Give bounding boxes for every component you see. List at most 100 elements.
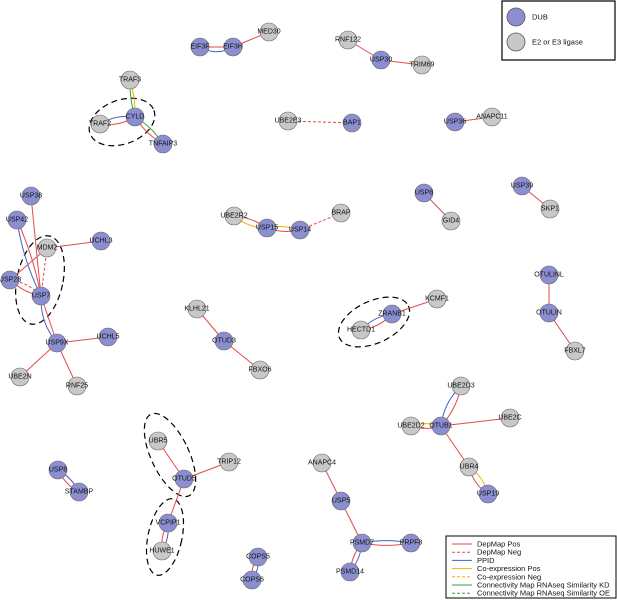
node-usp30-label: USP30 xyxy=(370,57,392,64)
node-usp7-label: USP7 xyxy=(32,293,50,300)
node-otulinl-label: OTULINL xyxy=(534,272,564,279)
node-trip12-circle xyxy=(219,452,239,472)
node-ube2n-label: UBE2N xyxy=(8,374,31,381)
node-otub1-label: OTUB1 xyxy=(429,423,452,430)
node-ube2e3: UBE2E3 xyxy=(275,111,302,131)
node-kcmf1-label: KCMF1 xyxy=(425,296,449,303)
node-skp1-label: SKP1 xyxy=(541,206,559,213)
node-otud3-label: OTUD3 xyxy=(212,338,236,345)
node-usp39-circle xyxy=(512,176,532,196)
node-hectd1-circle xyxy=(351,320,371,340)
node-prpf8-circle xyxy=(401,533,421,553)
node-usp7: USP7 xyxy=(31,286,51,306)
node-usp39: USP39 xyxy=(511,176,533,196)
node-med30: MED30 xyxy=(257,22,281,42)
node-med30-circle xyxy=(259,22,279,42)
node-fbxl7-circle xyxy=(565,341,585,361)
node-kcmf1-circle xyxy=(427,289,447,309)
node-cyld: CYLD xyxy=(126,107,145,127)
node-cyld-label: CYLD xyxy=(126,114,145,121)
node-prpf8-label: PRPF8 xyxy=(400,540,423,547)
node-hectd1-label: HECTD1 xyxy=(347,327,375,334)
node-usp28-circle xyxy=(0,270,20,290)
group-cyld-ellipse xyxy=(88,97,156,147)
node-usp8b: USP8 xyxy=(48,460,68,480)
node-ubr4-circle xyxy=(459,457,479,477)
node-usp38: USP38 xyxy=(20,186,42,206)
node-fbxl7-label: FBXL7 xyxy=(564,348,586,355)
node-trip12-label: TRIP12 xyxy=(217,459,241,466)
highlight-groups xyxy=(15,97,411,576)
legend-coexp-neg-label: Co-expression Neg xyxy=(477,572,541,581)
node-bap1-label: BAP1 xyxy=(343,120,361,127)
node-ube2e3-label: UBE2E3 xyxy=(275,118,302,125)
node-psmd7-label: PSMD7 xyxy=(350,540,374,547)
node-ube2c: UBE2C xyxy=(498,408,522,428)
node-fbxo6-circle xyxy=(250,360,270,380)
node-huwe1-label: HUWE1 xyxy=(149,548,174,555)
node-usp36-circle xyxy=(445,112,465,132)
node-usp19-circle xyxy=(478,484,498,504)
node-ube2n: UBE2N xyxy=(8,367,32,387)
node-otub1-circle xyxy=(431,416,451,436)
node-otud5-label: OTUD5 xyxy=(172,476,196,483)
node-ube2d3-label: UBE2D3 xyxy=(447,383,474,390)
node-usp28: USP28 xyxy=(0,270,21,290)
node-traf2-circle xyxy=(90,114,110,134)
node-trim69: TRIM69 xyxy=(410,55,435,75)
group-usp7-ellipse xyxy=(15,235,65,325)
node-usp30: USP30 xyxy=(370,50,392,70)
node-cops5-circle xyxy=(248,547,268,567)
node-usp8-label: USP8 xyxy=(415,190,433,197)
node-mdm2: MDM2 xyxy=(37,238,58,258)
node-usp5: USP5 xyxy=(331,491,351,511)
node-mdm2-label: MDM2 xyxy=(37,245,58,252)
node-skp1-circle xyxy=(540,199,560,219)
node-stambp: STAMBP xyxy=(65,482,93,502)
node-usp38-circle xyxy=(21,186,41,206)
node-traf3-label: TRAF3 xyxy=(119,77,141,84)
node-usp36-label: USP36 xyxy=(444,119,466,126)
node-zranb1-circle xyxy=(382,304,402,324)
node-ube2d3-circle xyxy=(451,376,471,396)
node-rnf122-label: RNF122 xyxy=(335,37,361,44)
node-usp9x-label: USP9X xyxy=(46,340,69,347)
node-cops6-label: COPS6 xyxy=(240,577,264,584)
node-usp14-label: USP14 xyxy=(289,227,311,234)
node-uchl3: UCHL3 xyxy=(90,231,113,251)
node-ube2r2: UBE2R2 xyxy=(220,206,248,226)
node-klhl21-circle xyxy=(187,299,207,319)
edge-type-legend-box xyxy=(445,535,617,599)
node-uchl5-circle xyxy=(98,327,118,347)
node-skp1: SKP1 xyxy=(540,199,560,219)
node-usp15-circle xyxy=(257,218,277,238)
node-type-legend: DUB E2 or E3 ligase xyxy=(501,0,616,61)
node-otulinl-circle xyxy=(539,265,559,285)
node-usp38-label: USP38 xyxy=(20,193,42,200)
node-usp42-label: USP42 xyxy=(6,217,28,224)
node-usp36: USP36 xyxy=(444,112,466,132)
node-brap-circle xyxy=(331,203,351,223)
node-eif3h-circle xyxy=(223,37,243,57)
node-vcpip1-circle xyxy=(158,513,178,533)
node-hectd1: HECTD1 xyxy=(347,320,375,340)
node-cops6-circle xyxy=(242,570,262,590)
node-uchl3-label: UCHL3 xyxy=(90,238,113,245)
node-eif3f-circle xyxy=(190,37,210,57)
node-anapc4-circle xyxy=(312,453,332,473)
group-zranb1-ellipse xyxy=(337,296,411,348)
node-traf2-label: TRAF2 xyxy=(89,121,111,128)
node-vcpip1-label: VCPIP1 xyxy=(156,520,181,527)
node-traf3-circle xyxy=(120,70,140,90)
node-trip12: TRIP12 xyxy=(217,452,241,472)
node-anapc4-label: ANAPC4 xyxy=(308,460,336,467)
node-otulin: OTULIN xyxy=(536,303,562,323)
node-usp5-circle xyxy=(331,491,351,511)
node-usp8b-circle xyxy=(48,460,68,480)
node-usp19-label: USP19 xyxy=(477,491,499,498)
node-otulin-circle xyxy=(539,303,559,323)
node-usp30-circle xyxy=(371,50,391,70)
node-zranb1-label: ZRANB1 xyxy=(378,311,406,318)
group-ubr5-ellipse xyxy=(143,412,197,498)
node-kcmf1: KCMF1 xyxy=(425,289,449,309)
